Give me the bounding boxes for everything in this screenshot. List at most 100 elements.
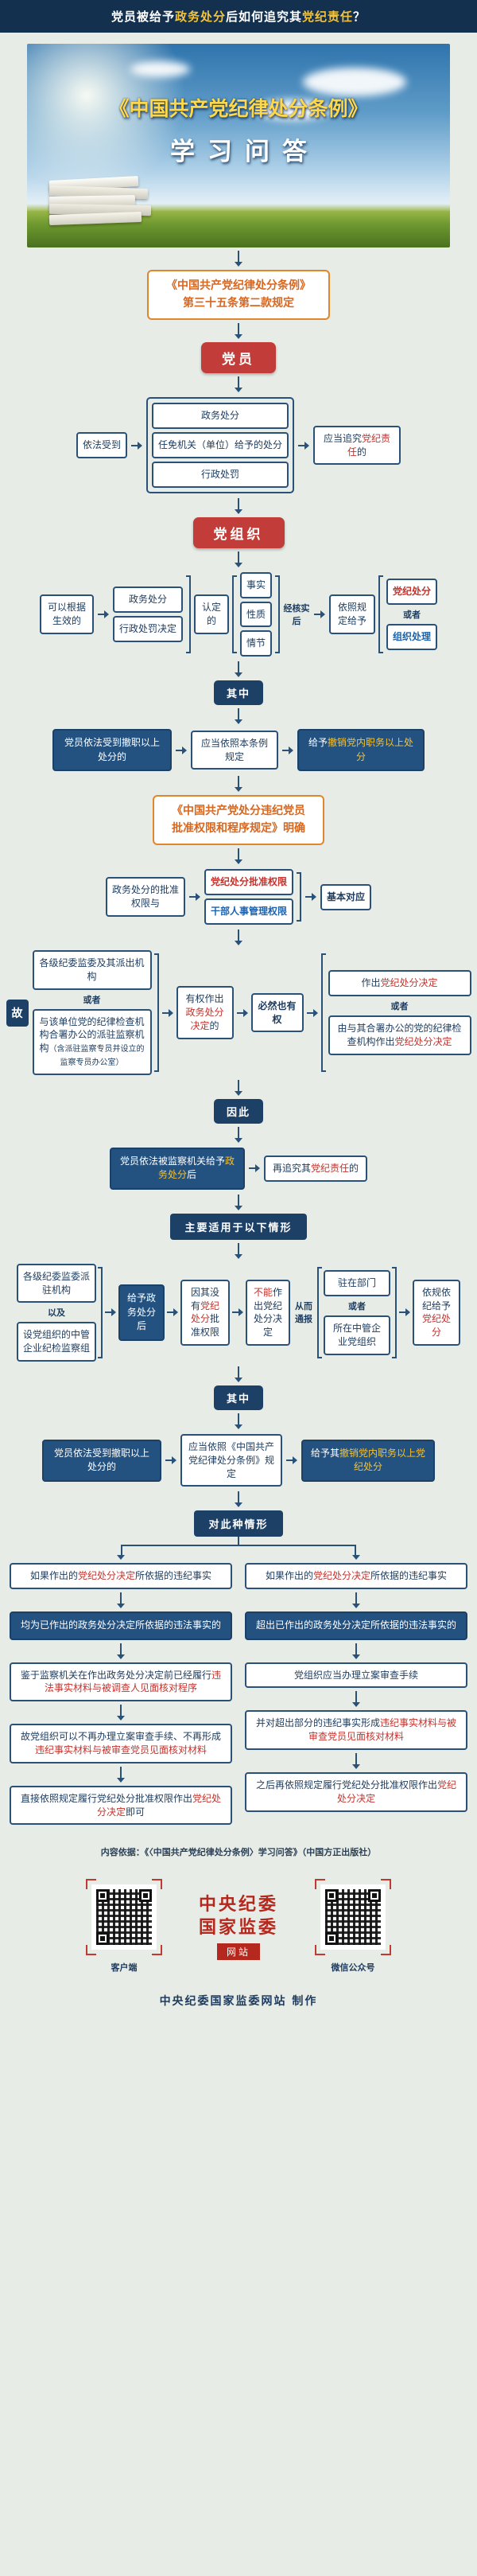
qr-frame — [85, 1879, 162, 1956]
text-highlight: 党纪处分 — [190, 1300, 220, 1325]
arrow-right-icon — [167, 1308, 178, 1317]
give-discipline-box: 依规依纪给予党纪处分 — [413, 1279, 460, 1346]
arrow-right-icon — [188, 893, 200, 902]
bracket — [275, 575, 280, 654]
qr-client-label: 客户端 — [111, 1962, 138, 1974]
logo-site-badge: 网站 — [216, 1943, 260, 1960]
arrow-right-icon — [105, 1308, 116, 1317]
corner-bracket — [381, 1879, 391, 1890]
qr-client-block: 客户端 — [85, 1879, 162, 1974]
flow-after-row: 党员依法被监察机关给予政务处分后 再追究其党纪责任的 — [0, 1146, 477, 1191]
bracket — [392, 1266, 397, 1359]
arrow-right-icon — [298, 441, 309, 450]
text-highlight: 党纪处分决定 — [312, 1570, 370, 1582]
footer-qr-row: 客户端 中央纪委 国家监委 网站 微信公众号 — [0, 1879, 477, 1974]
page-title-bar: 党员被给予政务处分后如何追究其党纪责任？ — [0, 0, 477, 33]
case-step: 如果作出的党纪处分决定所依据的违纪事实 — [245, 1563, 467, 1590]
text: 鉴于监察机关在作出政务处分决定前已经履行 — [20, 1669, 211, 1681]
arrow-down-icon — [0, 661, 477, 678]
necessarily-empowered-box: 必然也有权 — [250, 992, 304, 1033]
text-note: （含派驻监察专员并设立的监察专员办公室） — [48, 1045, 145, 1068]
text-highlight: 党纪处分决定 — [336, 1779, 457, 1804]
authority-group: 党纪处分批准权限 干部人事管理权限 — [204, 869, 293, 925]
arrow-down-icon — [0, 1194, 477, 1210]
text: 故党组织可以不再办理立案审查手续、不再形成 — [20, 1731, 221, 1743]
text: 党员依法被监察机关给予 — [119, 1155, 225, 1167]
label-receive-by-law: 依法受到 — [76, 432, 127, 458]
bracket — [153, 953, 159, 1073]
arrow-right-icon — [399, 1308, 410, 1317]
result-discipline: 党纪处分 — [386, 579, 438, 605]
text: 所依据的违纪事实 — [370, 1570, 448, 1582]
decision-by-co-office: 由与其合署办公的党的纪律检查机构作出党纪处分决定 — [328, 1015, 471, 1055]
arrow-right-icon — [249, 1164, 260, 1173]
discipline-decision-group: 作出党纪处分决定 或者 由与其合署办公的党的纪律检查机构作出党纪处分决定 — [328, 970, 471, 1055]
qr-finder — [368, 1889, 381, 1903]
text: 规定 — [226, 1454, 275, 1479]
case-step: 党组织应当办理立案审查手续 — [245, 1662, 467, 1689]
text-highlight: 党纪处分决定 — [77, 1570, 135, 1582]
banner-main-scenarios: 主要适用于以下情形 — [170, 1213, 307, 1240]
no-authority-box: 因其没有党纪处分批准权限 — [180, 1279, 230, 1346]
corner-bracket — [85, 1879, 96, 1890]
arrow-down-icon — [352, 1555, 360, 1561]
flow-member-row: 依法受到 政务处分 任免机关（单位）给予的处分 行政处罚 应当追究党纪责任的 — [0, 396, 477, 494]
text: 直接依照规定履行党纪处分批准权限作出 — [20, 1792, 192, 1804]
book — [48, 211, 142, 226]
text: 作出党纪处分决定 — [253, 1286, 283, 1339]
bracket — [98, 1266, 103, 1359]
regulation2-line2: 批准权限和程序规定》明确 — [172, 821, 305, 835]
books-stack-icon — [48, 176, 161, 226]
flow-scenario-row: 各级纪委监委派驻机构 以及 设党组织的中管企业纪检监察组 给予政务处分后 因其没… — [0, 1262, 477, 1363]
destination-group: 驻在部门 或者 所在中管企业党组织 — [324, 1270, 390, 1355]
text: 因其没有 — [190, 1286, 219, 1311]
text-book-title: 《中国共产党纪律处分条例》 — [188, 1441, 275, 1466]
arrow-right-icon — [176, 746, 187, 754]
arrow-down-icon — [352, 1592, 360, 1609]
case-left-column: 如果作出的党纪处分决定所依据的违纪事实 均为已作出的政务处分决定所依据的违法事实… — [10, 1563, 232, 1826]
dismissal-condition-box: 党员依法受到撤职以上处分的 — [42, 1439, 161, 1482]
arrow-down-icon — [117, 1555, 125, 1561]
qr-code-wechat — [320, 1884, 386, 1951]
case-step: 直接依照规定履行党纪处分批准权限作出党纪处分决定即可 — [10, 1785, 232, 1826]
fact-item: 情节 — [239, 630, 272, 657]
case-right-column: 如果作出的党纪处分决定所依据的违纪事实 超出已作出的政务处分决定所依据的违法事实… — [245, 1563, 467, 1812]
power-to-sanction-box: 有权作出政务处分决定的 — [176, 986, 234, 1039]
scenario-organs-group: 各级纪委监委派驻机构 以及 设党组织的中管企业纪检监察组 — [17, 1263, 96, 1362]
case-step: 超出已作出的政务处分决定所依据的违法事实的 — [245, 1611, 467, 1640]
label-or: 或者 — [83, 994, 101, 1005]
arrow-down-icon — [117, 1705, 125, 1721]
result-organizational: 组织处理 — [386, 623, 438, 650]
text-highlight: 组织处理 — [393, 630, 432, 642]
facts-group: 事实 性质 情节 — [239, 571, 272, 657]
banner-this-situation: 对此种情形 — [194, 1510, 283, 1537]
decision-group: 政务处分 行政处罚决定 — [112, 587, 183, 642]
title-segment: ？ — [353, 10, 366, 24]
badge-party-organization: 党组织 — [192, 516, 285, 548]
text: 给予 — [308, 737, 328, 749]
text: 依规依纪给予 — [421, 1286, 451, 1311]
give-sanction-box: 给予政务处分后 — [118, 1284, 165, 1341]
text: 再追究其 — [272, 1163, 311, 1175]
title-segment: 党员被给予 — [111, 10, 175, 24]
text: 应当追究 — [323, 432, 362, 444]
logo-line: 国家监委 — [198, 1916, 278, 1938]
hero-title: 《中国共产党纪律处分条例》 — [109, 97, 368, 120]
note2-row: 党员依法受到撤职以上处分的 应当依照《中国共产党纪律处分条例》规定 给予其撤销党… — [0, 1432, 477, 1488]
text-highlight: 撤销党内职务以上党纪处分 — [339, 1447, 426, 1473]
badge-therefore-gu: 故 — [6, 999, 29, 1027]
fact-item: 性质 — [239, 601, 272, 628]
basically-correspond-box: 基本对应 — [320, 883, 372, 910]
text-highlight: 撤销党内职务以上处分 — [328, 737, 414, 762]
arrow-down-icon — [0, 1242, 477, 1259]
organ-item: 设党组织的中管企业纪检监察组 — [17, 1322, 96, 1362]
label-and: 以及 — [48, 1307, 65, 1319]
text-highlight: 党纪责任 — [347, 432, 391, 458]
organs-group: 各级纪委监委及其派出机构 或者 与该单位党的纪律检查机构合署办公的派驻监察机构（… — [32, 949, 152, 1076]
regulation-line2: 第三十五条第二款规定 — [183, 296, 294, 310]
label-based-on-effective: 可以根据生效的 — [39, 594, 94, 634]
cannot-decide-box: 不能作出党纪处分决定 — [246, 1279, 290, 1346]
text-highlight: 党纪处分 — [393, 586, 432, 598]
arrow-right-icon — [97, 610, 109, 618]
flow-line — [238, 1537, 239, 1545]
